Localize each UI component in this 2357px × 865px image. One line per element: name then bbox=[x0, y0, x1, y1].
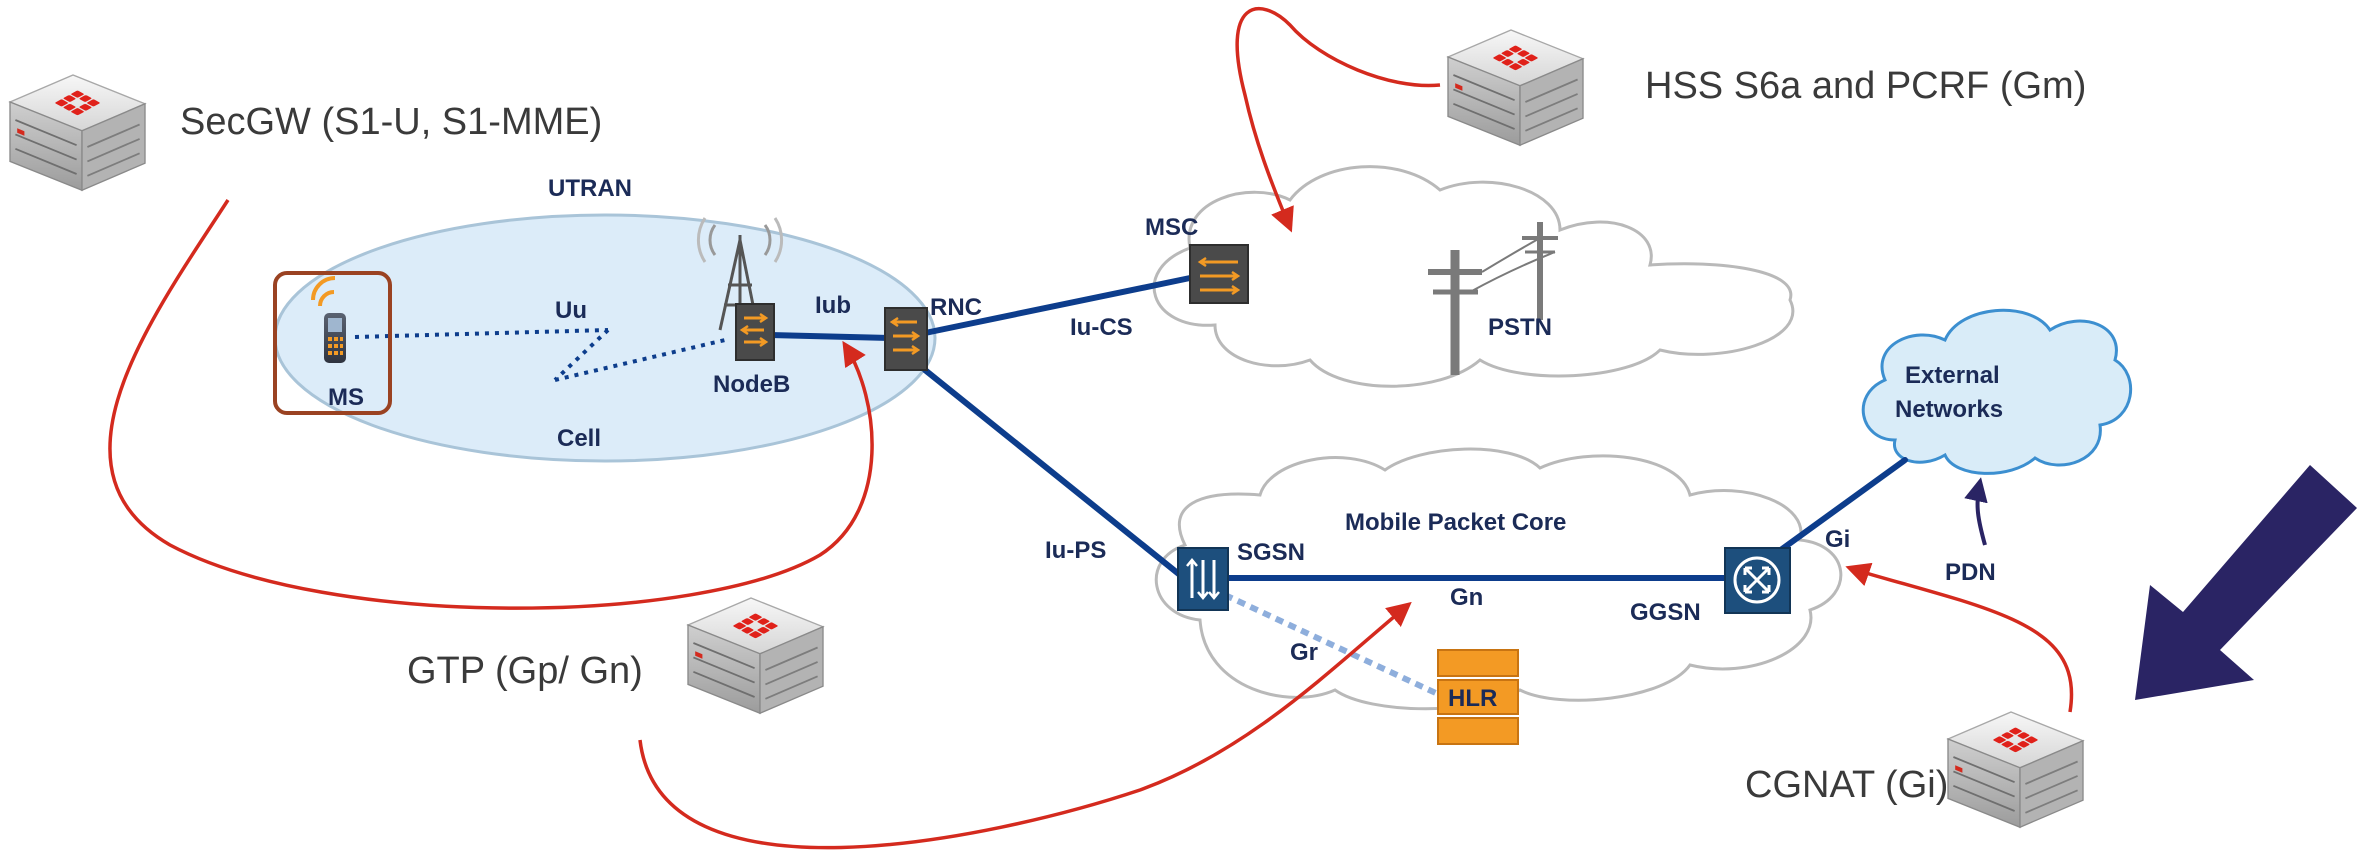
iub-label: Iub bbox=[815, 292, 851, 319]
gr-label: Gr bbox=[1290, 639, 1318, 666]
rnc-label: RNC bbox=[930, 294, 982, 321]
hss-arrow bbox=[1235, 7, 1441, 233]
pdn-label: PDN bbox=[1945, 559, 1996, 586]
gtp-label: GTP (Gp/ Gn) bbox=[407, 650, 643, 692]
iu-cs-label: Iu-CS bbox=[1070, 314, 1133, 341]
nodeb-switch-icon bbox=[735, 303, 775, 361]
sgsn-switch-icon bbox=[1177, 547, 1229, 611]
hlr-label: HLR bbox=[1448, 685, 1497, 712]
hss-label: HSS S6a and PCRF (Gm) bbox=[1645, 65, 2086, 107]
uu-label: Uu bbox=[555, 297, 587, 324]
cgnat-appliance-icon bbox=[1947, 711, 2084, 829]
gtp-appliance-icon bbox=[687, 597, 824, 715]
cgnat-label: CGNAT (Gi) bbox=[1745, 764, 1948, 806]
ggsn-router-icon bbox=[1724, 547, 1791, 614]
iu-ps-link bbox=[922, 367, 1183, 578]
pdn-arrow bbox=[1964, 477, 1988, 546]
ms-box bbox=[273, 271, 392, 415]
external-networks-line1: External bbox=[1905, 362, 2000, 389]
gi-label: Gi bbox=[1825, 526, 1850, 553]
ggsn-label: GGSN bbox=[1630, 599, 1701, 626]
packet-core-title: Mobile Packet Core bbox=[1345, 509, 1566, 536]
gr-link bbox=[1223, 592, 1442, 698]
cgnat-arrow bbox=[1845, 562, 2074, 713]
sgsn-label: SGSN bbox=[1237, 539, 1305, 566]
mobile-phone-icon bbox=[311, 276, 346, 363]
msc-label: MSC bbox=[1145, 214, 1198, 241]
cell-label: Cell bbox=[557, 425, 601, 452]
pstn-cloud bbox=[1152, 165, 1795, 388]
nodeb-label: NodeB bbox=[713, 371, 790, 398]
utran-title: UTRAN bbox=[548, 175, 632, 202]
secgw-arrow bbox=[108, 199, 874, 610]
ms-label: MS bbox=[328, 384, 364, 411]
gn-label: Gn bbox=[1450, 584, 1483, 611]
annotation-arrows bbox=[108, 7, 2074, 850]
rnc-switch-icon bbox=[884, 307, 928, 371]
external-networks-cloud bbox=[1861, 308, 2132, 475]
uu-radio-links bbox=[354, 328, 726, 382]
iu-ps-label: Iu-PS bbox=[1045, 537, 1106, 564]
secgw-appliance-icon bbox=[9, 74, 146, 192]
iub-link bbox=[767, 332, 893, 341]
hss-appliance-icon bbox=[1447, 29, 1584, 147]
msc-switch-icon bbox=[1189, 244, 1249, 304]
iu-cs-link bbox=[922, 275, 1193, 336]
utility-pole-icon bbox=[1428, 222, 1558, 375]
pstn-label: PSTN bbox=[1488, 314, 1552, 341]
hlr-database-icon bbox=[1437, 649, 1519, 745]
gtp-arrow bbox=[638, 601, 1412, 850]
highlight-arrow bbox=[2135, 465, 2357, 700]
secgw-label: SecGW (S1-U, S1-MME) bbox=[180, 101, 602, 143]
external-networks-line2: Networks bbox=[1895, 396, 2003, 423]
